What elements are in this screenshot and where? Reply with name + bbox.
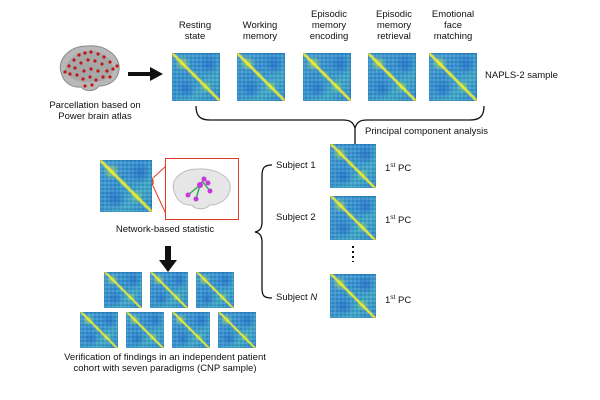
verification-caption: Verification of findings in an independe…	[64, 352, 266, 374]
matrix-nbs	[100, 160, 152, 212]
matrix-emotional-face	[429, 53, 477, 101]
nbs-label: Network-based statistic	[115, 224, 215, 235]
matrix-cnp-2	[150, 272, 188, 308]
sample-label: NAPLS-2 sample	[485, 70, 558, 81]
matrix-cnp-1	[104, 272, 142, 308]
matrix-working-memory	[237, 53, 285, 101]
matrix-episodic-retrieval	[368, 53, 416, 101]
subject-2-pc: 1st PC	[385, 214, 412, 226]
matrix-subject-1	[330, 144, 376, 188]
matrix-cnp-4	[80, 312, 118, 348]
matrix-subject-n	[330, 274, 376, 318]
matrix-cnp-5	[126, 312, 164, 348]
subject-1-pc: 1st PC	[385, 162, 412, 174]
matrix-resting-state	[172, 53, 220, 101]
brain-atlas-image	[55, 42, 123, 94]
matrix-cnp-3	[196, 272, 234, 308]
subject-n-pc: 1st PC	[385, 294, 412, 306]
subject-n-label: Subject N	[276, 292, 318, 303]
matrix-episodic-encoding	[303, 53, 351, 101]
matrix-subject-2	[330, 196, 376, 240]
matrix-cnp-7	[218, 312, 256, 348]
subject-1-label: Subject 1	[276, 160, 316, 171]
brain-network-inset	[165, 158, 239, 220]
pca-label: Principal component analysis	[365, 126, 489, 137]
matrix-cnp-6	[172, 312, 210, 348]
subject-2-label: Subject 2	[276, 212, 316, 223]
